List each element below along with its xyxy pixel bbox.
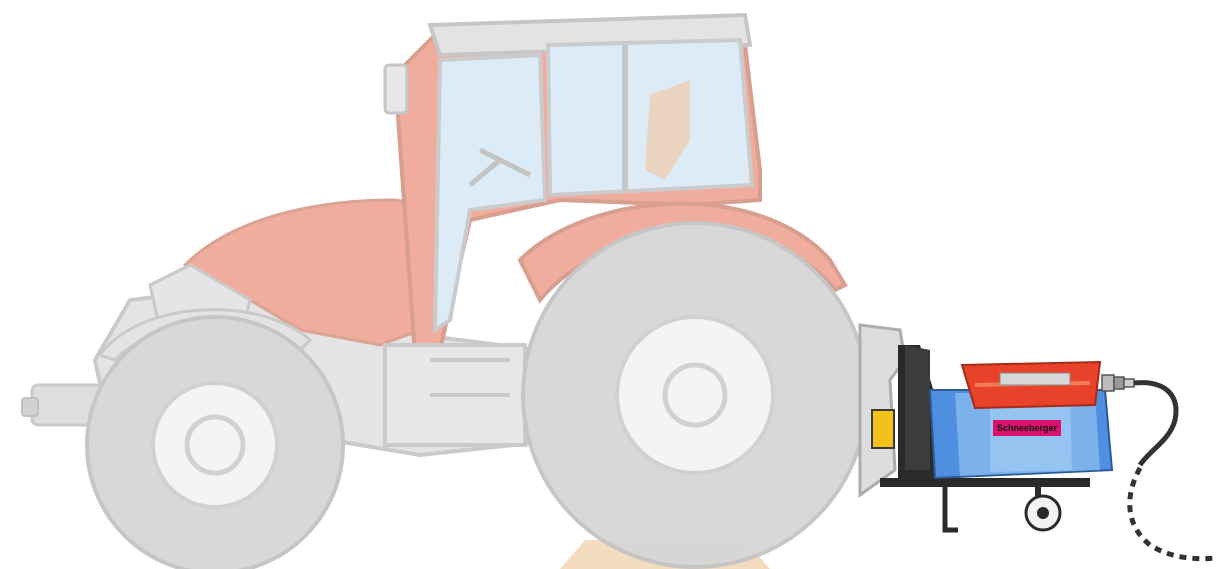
support-leg xyxy=(945,485,958,530)
yellow-pad xyxy=(872,410,894,448)
device-base-rail xyxy=(880,478,1090,487)
rear-wheel xyxy=(523,223,867,567)
caster-wheel xyxy=(1026,487,1060,530)
cover-window xyxy=(1000,373,1070,385)
hose-connector xyxy=(1102,375,1134,391)
cab-window-front xyxy=(435,55,545,330)
brand-label: Schneeberger xyxy=(997,423,1058,433)
mirror-left xyxy=(385,65,407,113)
front-wheel xyxy=(87,317,343,569)
rear-device: Schneeberger xyxy=(872,345,1216,559)
hose-dashed xyxy=(1130,468,1216,559)
hose-solid xyxy=(1134,383,1176,465)
tractor xyxy=(22,15,905,569)
